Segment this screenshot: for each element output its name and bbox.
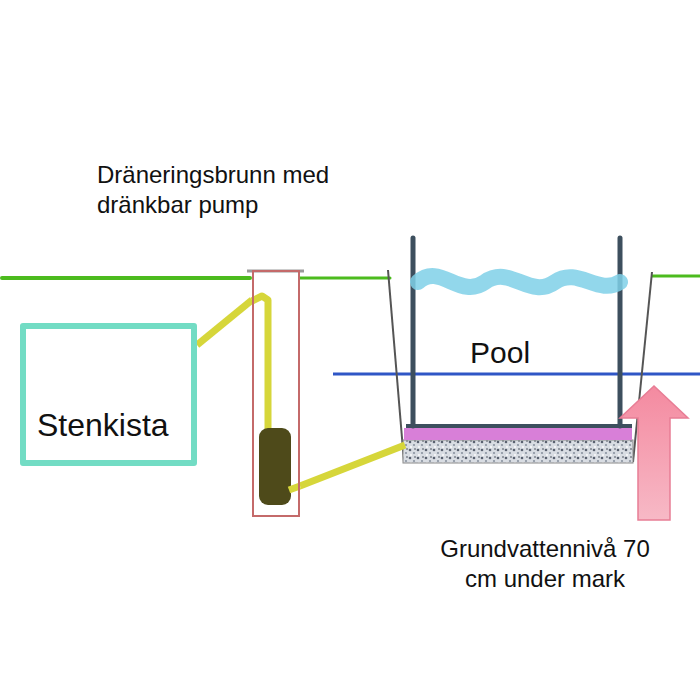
excavation-side: [388, 270, 404, 462]
groundwater-note: Grundvattennivå 70 cm under mark: [436, 534, 654, 594]
pool-wall: [618, 238, 623, 426]
rising-arrow: [620, 386, 688, 520]
pool-wall: [411, 238, 416, 426]
box-title: Stenkista: [37, 405, 169, 445]
drainage-well: Dräneringsbrunn med dränkbar pump: [252, 270, 300, 517]
well-heading: Dräneringsbrunn med dränkbar pump: [97, 160, 333, 220]
submersible-pump: [259, 428, 291, 505]
pipe: [252, 296, 268, 432]
stone-pit-box: Stenkista: [20, 323, 197, 466]
pool-outline: Pool: [405, 238, 635, 462]
groundwater-line: [333, 373, 700, 376]
water-surface: [418, 276, 620, 287]
pipe-connector: [300, 445, 405, 486]
gravel-bed: [403, 440, 633, 463]
pipe-connector: [197, 300, 252, 345]
membrane-layer: [404, 428, 632, 440]
pool-title: Pool: [470, 334, 530, 372]
pool-bottom: [406, 424, 632, 428]
